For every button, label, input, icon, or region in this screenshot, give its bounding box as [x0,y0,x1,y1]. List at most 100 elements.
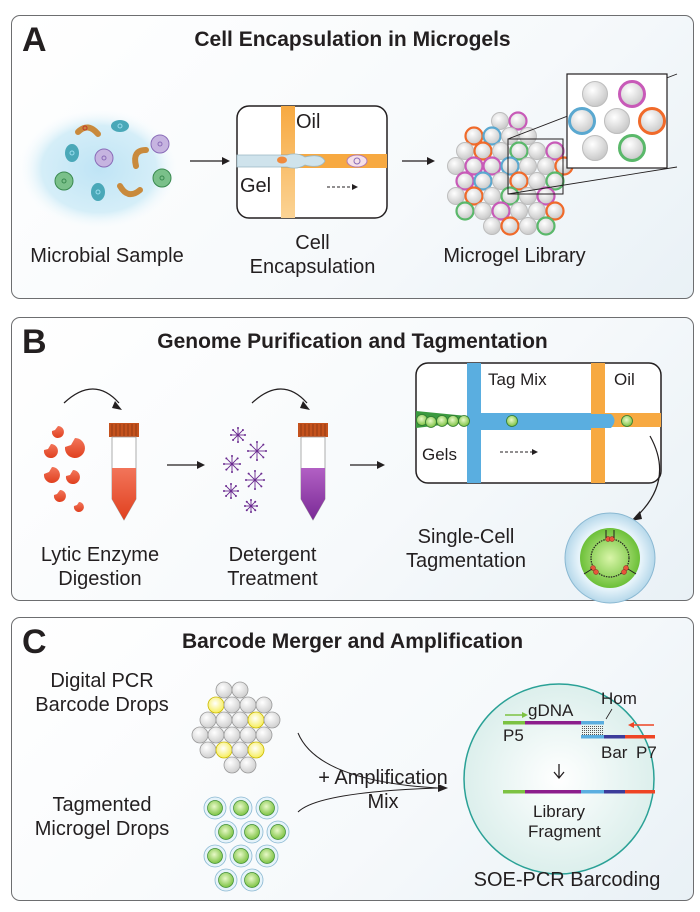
step-label: Cell Encapsulation [249,232,376,278]
detergent-molecules [223,427,267,513]
microgel [501,127,519,145]
microgel [500,186,520,206]
merge-curve [297,787,439,813]
panel-letter: B [22,323,47,361]
microgel [474,202,492,220]
microgel [509,141,529,161]
barcode-drop [199,711,217,729]
chip-label-gels: Gels [422,445,457,464]
barcode-drop [255,696,273,714]
microfluidic-chip [236,105,388,219]
gel-bead [425,416,437,428]
barcode-drop [191,726,209,744]
barcode-drop [247,741,265,759]
arrow-icon [438,784,448,792]
chip-label-gel: Gel [240,175,272,197]
barcode-drop [207,726,225,744]
microgel [509,171,529,191]
microbe-cells [54,120,172,201]
barcode-drop [215,741,233,759]
microgel [508,111,528,131]
barcode-drop [223,696,241,714]
gel-bead [447,415,459,427]
microgel [519,157,537,175]
barcode-drop [263,711,281,729]
barcode-drop [247,711,265,729]
barcode-drop [255,726,273,744]
microgel-drop [266,820,290,844]
microgel-drop [214,820,238,844]
barcode-drop [223,726,241,744]
step-label: Lytic Enzyme Digestion [40,544,160,590]
detergent-icon [223,483,239,499]
microgel [500,216,520,236]
panel-letter: A [22,21,47,59]
dna-construct [503,708,655,794]
panel-b-graphics [43,362,662,604]
chip-label-oil: Oil [296,111,321,133]
panel-c: C Barcode Merger and Amplification [11,617,694,901]
sample-cloud [17,107,181,231]
dna-label-p7: P7 [636,743,657,762]
microgel-drop [240,868,264,892]
microgel [638,107,666,135]
gel-bead [621,415,633,427]
tube-detergent [298,423,328,521]
curved-arrow-icon [63,388,120,404]
barcode-drop [239,756,257,774]
panel-title: Cell Encapsulation in Microgels [194,28,511,51]
microgel-library [447,111,574,236]
result-label: SOE-PCR Barcoding [473,869,661,891]
panel-a-graphics [17,73,678,236]
microgel-drop [203,796,227,820]
detergent-icon [247,441,267,461]
detergent-icon [223,455,241,473]
panel-c-graphics [191,681,655,892]
microgel [528,142,546,160]
gel-bead [506,415,518,427]
microgel [604,108,630,134]
panel-letter: C [22,623,47,661]
arrow-icon [402,157,435,165]
arrow-icon [350,461,385,469]
chip-label-oil: Oil [614,370,635,389]
barcode-drop [199,741,217,759]
microgel [568,107,596,135]
drops-label: Tagmented Microgel Drops [34,794,170,840]
step-label: Detergent Treatment [227,544,318,590]
tagmented-microgel [564,512,656,604]
microgel [473,171,493,191]
lytic-enzymes [43,426,85,512]
panel-title: Genome Purification and Tagmentation [157,330,548,353]
microgel [618,80,646,108]
microgel [500,156,520,176]
step-label: Microbial Sample [30,245,184,267]
barcode-drop [215,681,233,699]
microgel [545,201,565,221]
microgel [519,217,537,235]
microgel-drop [229,796,253,820]
microgel [618,134,646,162]
inset-microgels [568,80,666,162]
microgel [510,202,528,220]
microgel [455,201,475,221]
microfluidic-chip [415,362,662,484]
gel-bead [458,415,470,427]
arrow-icon [167,461,205,469]
tube-enzyme [109,423,139,521]
dna-label-bar: Bar [601,743,628,762]
microgel [473,141,493,161]
microgel-drop [240,820,264,844]
microgel-drop [203,844,227,868]
panel-title: Barcode Merger and Amplification [181,630,524,653]
barcode-drop [231,681,249,699]
step-label: Microgel Library [443,245,586,267]
microgel-drop [255,796,279,820]
curved-arrow-icon [251,388,308,404]
microgel-drop [214,868,238,892]
microgel [536,216,556,236]
curved-arrow-icon [634,435,661,519]
microgel [464,186,484,206]
microgel [582,81,608,107]
detergent-icon [230,427,246,443]
